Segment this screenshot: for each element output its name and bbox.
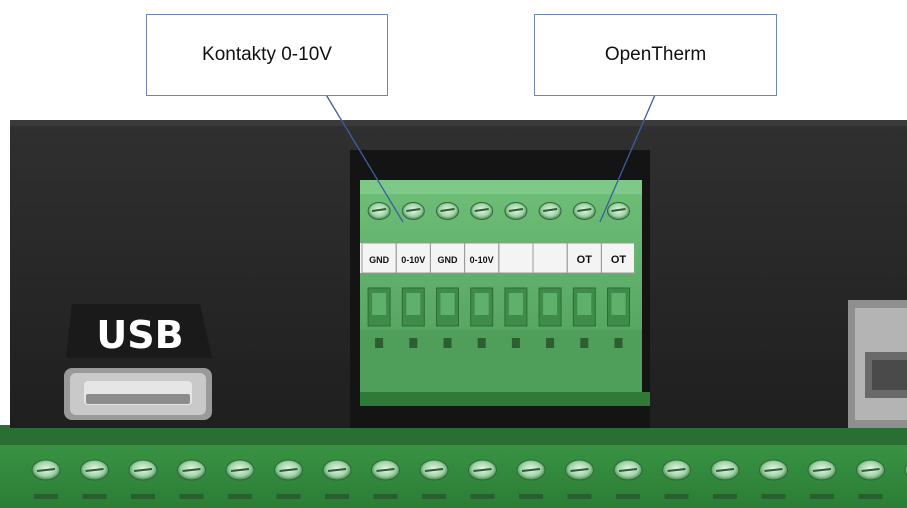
pcb-screw-slot (279, 468, 298, 472)
pcb-screw-base (519, 494, 543, 499)
pcb-screw-base (567, 494, 592, 499)
pcb-screw-terminals (31, 459, 907, 499)
pcb-screw-slot (424, 468, 444, 472)
terminal-label: GND (369, 255, 390, 265)
leader-line-left (321, 87, 404, 223)
pcb-screw-base (276, 494, 301, 499)
screw-slot (508, 208, 524, 212)
pcb-screw-slot (764, 468, 783, 472)
pcb-screw-slot (861, 468, 880, 472)
callout-opentherm-text: OpenTherm (604, 44, 707, 65)
pcb-screw-base (34, 494, 58, 499)
usb-port: USB (64, 304, 212, 420)
pcb-screw-slot (667, 468, 686, 472)
pcb-screw-base (422, 494, 446, 499)
screw-slot (611, 208, 626, 212)
pcb-screw-slot (618, 468, 638, 472)
terminal-label: 0-10V (470, 255, 494, 265)
pcb-screw-base (713, 494, 737, 499)
pcb-screw-slot (570, 468, 589, 472)
terminal-label-cell (600, 242, 637, 274)
screw-slot (440, 208, 455, 212)
pcb-screw-base (616, 494, 640, 499)
pcb-screw-base (858, 494, 883, 499)
terminal-block (360, 180, 650, 406)
pcb-screw-base (82, 494, 107, 499)
terminal-label: OT (577, 254, 593, 266)
clamp-opening (372, 293, 387, 315)
clamp-pin (546, 338, 555, 348)
terminal-clamps (367, 287, 630, 348)
callout-opentherm: OpenTherm (534, 14, 777, 96)
pcb-screw-slot (133, 468, 153, 472)
housing-top-highlight (10, 120, 907, 126)
clamp-opening (508, 293, 523, 315)
clamp-opening (577, 293, 592, 315)
terminal-label-cells: GND 0-10V GND 0-10V OT OT (361, 242, 637, 274)
pcb-screw-base (810, 494, 834, 499)
clamp-pin (511, 338, 520, 348)
pcb-screw-base (470, 494, 495, 499)
pcb-screw-base (325, 494, 349, 499)
leader-line-right (599, 87, 659, 223)
pcb-screw-base (179, 494, 204, 499)
terminal-label: 0-10V (401, 255, 425, 265)
device-housing (10, 120, 907, 428)
terminal-label-strip (360, 243, 634, 273)
callout-kontakty-text: Kontakty 0-10V (202, 44, 332, 65)
terminal-label: OT (611, 254, 627, 266)
pcb-screw-slot (715, 468, 735, 472)
pcb-screw-base (761, 494, 786, 499)
clamp-pin (580, 338, 589, 348)
terminal-screws (367, 202, 630, 220)
pcb-screw-slot (473, 468, 492, 472)
screw-slot (371, 208, 387, 212)
clamp-pin (443, 338, 452, 348)
usb-label: USB (96, 313, 183, 357)
screw-slot (542, 208, 558, 212)
pcb-screw-slot (812, 468, 832, 472)
pcb-screw-slot (327, 468, 347, 472)
terminal-label: GND (438, 255, 459, 265)
pcb-screw-slot (376, 468, 395, 472)
pcb-screw-base (131, 494, 155, 499)
pcb-screw-base (664, 494, 689, 499)
pcb-screw-base (228, 494, 252, 499)
pcb-screw-slot (36, 468, 56, 472)
rj-connector (848, 300, 907, 428)
clamp-pin (375, 338, 384, 348)
pcb-edge-shadow (0, 425, 907, 445)
clamp-pin (409, 338, 418, 348)
screw-slot (406, 208, 421, 212)
pcb-screw-slot (182, 468, 201, 472)
clamp-pin (614, 338, 623, 348)
clamp-opening (474, 293, 489, 315)
screw-slot (474, 208, 489, 212)
callout-kontakty: Kontakty 0-10V (146, 14, 388, 96)
clamp-pin (477, 338, 486, 348)
pcb-screw-base (373, 494, 398, 499)
screw-slot (577, 208, 592, 212)
pcb-screw-slot (85, 468, 104, 472)
pcb-screw-slot (521, 468, 541, 472)
clamp-opening (543, 293, 558, 315)
pcb-screw-slot (230, 468, 250, 472)
clamp-opening (406, 293, 421, 315)
clamp-opening (611, 293, 626, 315)
clamp-opening (440, 293, 455, 315)
